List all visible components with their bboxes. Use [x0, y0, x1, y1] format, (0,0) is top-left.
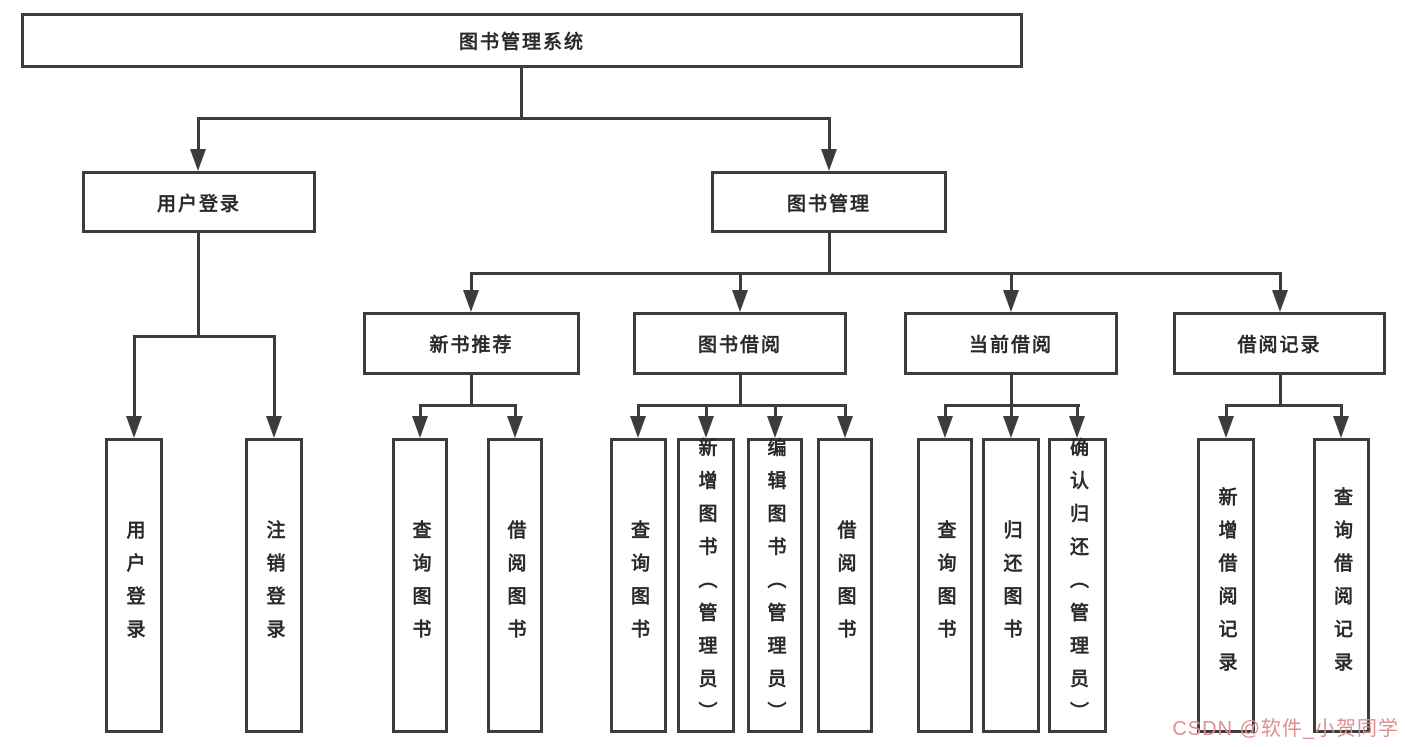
- leaf-edit-book-admin-label: 编辑图书（管理员）: [764, 437, 786, 734]
- connector-line: [739, 272, 742, 294]
- leaf-borrow-books-2: 借阅图书: [817, 438, 873, 733]
- leaf-add-borrow-record: 新增借阅记录: [1197, 438, 1255, 733]
- arrow-down-icon: [190, 149, 206, 171]
- leaf-query-borrow-record-label: 查询借阅记录: [1331, 486, 1352, 685]
- node-book-management: 图书管理: [711, 171, 947, 233]
- node-root: 图书管理系统: [21, 13, 1023, 68]
- node-current-borrow: 当前借阅: [904, 312, 1118, 375]
- connector-line: [1010, 404, 1013, 420]
- leaf-query-books-3: 查询图书: [917, 438, 973, 733]
- connector-line: [1279, 272, 1282, 294]
- arrow-down-icon: [698, 416, 714, 438]
- node-book-borrow: 图书借阅: [633, 312, 847, 375]
- arrow-down-icon: [1333, 416, 1349, 438]
- node-current-borrow-label: 当前借阅: [968, 335, 1053, 356]
- arrow-down-icon: [1003, 290, 1019, 312]
- connector-line: [828, 233, 831, 275]
- node-user-login-label: 用户登录: [156, 193, 241, 215]
- connector-line: [844, 404, 847, 420]
- arrow-down-icon: [1069, 416, 1085, 438]
- node-new-book-recommend: 新书推荐: [363, 312, 580, 375]
- node-borrow-records: 借阅记录: [1173, 312, 1386, 375]
- connector-line: [1225, 404, 1228, 420]
- leaf-edit-book-admin: 编辑图书（管理员）: [747, 437, 803, 734]
- arrow-down-icon: [937, 416, 953, 438]
- connector-line: [828, 117, 831, 153]
- connector-line: [470, 272, 1281, 275]
- leaf-user-login-label: 用户登录: [123, 519, 145, 652]
- arrow-down-icon: [1003, 416, 1019, 438]
- node-borrow-records-label: 借阅记录: [1237, 335, 1322, 356]
- connector-line: [470, 375, 473, 407]
- arrow-down-icon: [732, 290, 748, 312]
- connector-line: [133, 335, 136, 420]
- node-user-login: 用户登录: [82, 171, 316, 233]
- connector-line: [1010, 272, 1013, 294]
- connector-line: [637, 404, 640, 420]
- leaf-add-book-admin-label: 新增图书（管理员）: [695, 437, 717, 734]
- leaf-borrow-books-1-label: 借阅图书: [504, 519, 526, 652]
- connector-line: [705, 404, 708, 420]
- connector-line: [514, 404, 517, 420]
- arrow-down-icon: [1272, 290, 1288, 312]
- leaf-query-borrow-record: 查询借阅记录: [1313, 438, 1370, 733]
- leaf-query-books-2: 查询图书: [610, 438, 667, 733]
- connector-line: [197, 117, 200, 153]
- connector-line: [273, 335, 276, 420]
- connector-line: [774, 404, 777, 420]
- leaf-add-borrow-record-label: 新增借阅记录: [1215, 486, 1237, 685]
- connector-line: [739, 375, 742, 407]
- leaf-query-books-1-label: 查询图书: [409, 519, 431, 652]
- connector-line: [133, 335, 275, 338]
- node-book-management-label: 图书管理: [786, 193, 871, 215]
- connector-line: [1340, 404, 1343, 420]
- connector-line: [944, 404, 947, 420]
- leaf-logout: 注销登录: [245, 438, 303, 733]
- arrow-down-icon: [821, 149, 837, 171]
- leaf-confirm-return-admin-label: 确认归还（管理员）: [1067, 437, 1088, 734]
- leaf-borrow-books-2-label: 借阅图书: [834, 519, 856, 652]
- arrow-down-icon: [837, 416, 853, 438]
- leaf-return-book-label: 归还图书: [1000, 519, 1022, 652]
- connector-line: [1225, 404, 1343, 407]
- leaf-query-books-1: 查询图书: [392, 438, 448, 733]
- leaf-borrow-books-1: 借阅图书: [487, 438, 543, 733]
- csdn-watermark: CSDN @软件_小贺同学: [1172, 718, 1399, 740]
- leaf-confirm-return-admin: 确认归还（管理员）: [1048, 437, 1107, 734]
- connector-line: [1076, 404, 1079, 420]
- connector-line: [520, 68, 523, 120]
- arrow-down-icon: [1218, 416, 1234, 438]
- connector-line: [419, 404, 517, 407]
- leaf-logout-label: 注销登录: [263, 519, 285, 652]
- node-book-borrow-label: 图书借阅: [697, 335, 782, 356]
- leaf-query-books-3-label: 查询图书: [934, 519, 956, 652]
- node-new-book-recommend-label: 新书推荐: [429, 335, 514, 356]
- connector-line: [1279, 375, 1282, 407]
- node-root-label: 图书管理系统: [458, 32, 585, 53]
- arrow-down-icon: [412, 416, 428, 438]
- leaf-return-book: 归还图书: [982, 438, 1040, 733]
- leaf-query-books-2-label: 查询图书: [628, 519, 649, 652]
- connector-line: [419, 404, 422, 420]
- connector-line: [197, 233, 200, 338]
- leaf-user-login: 用户登录: [105, 438, 163, 733]
- leaf-add-book-admin: 新增图书（管理员）: [677, 437, 735, 734]
- connector-line: [1010, 375, 1013, 407]
- arrow-down-icon: [507, 416, 523, 438]
- arrow-down-icon: [767, 416, 783, 438]
- connector-line: [470, 272, 473, 294]
- arrow-down-icon: [630, 416, 646, 438]
- arrow-down-icon: [266, 416, 282, 438]
- arrow-down-icon: [126, 416, 142, 438]
- connector-line: [197, 117, 831, 120]
- arrow-down-icon: [463, 290, 479, 312]
- connector-line: [637, 404, 847, 407]
